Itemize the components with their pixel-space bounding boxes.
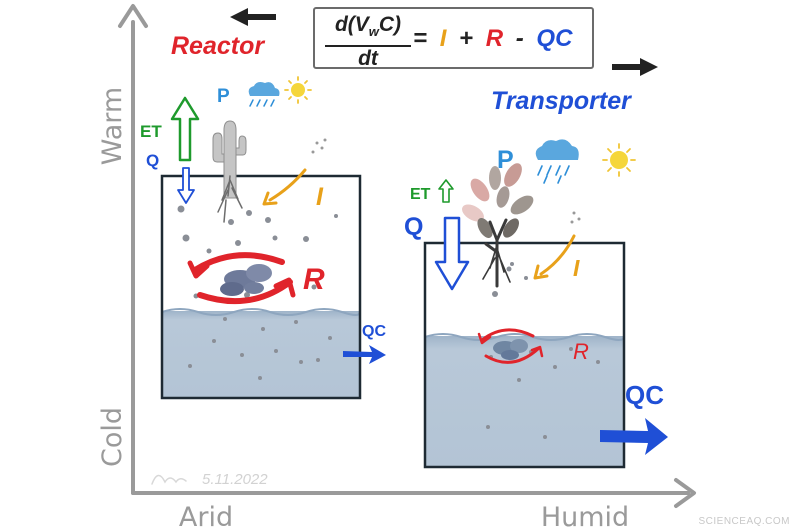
mass-balance-equation-box: d(VwC) dt = I + R - QC: [313, 7, 594, 71]
equation-denominator: dt: [358, 47, 378, 71]
numerator-text-end: C): [378, 13, 402, 36]
humid-i-arrow-icon: [539, 234, 576, 276]
arid-p-label: P: [217, 86, 230, 107]
humid-tree-plant: [462, 163, 534, 288]
equation-fraction: d(VwC) dt: [325, 13, 411, 71]
humid-qc-arrow-icon: [600, 418, 668, 455]
equation-plus: +: [459, 25, 474, 52]
arid-q-label: Q: [146, 151, 159, 170]
equation-term-qc: QC: [536, 25, 573, 52]
equation-numerator: d(VwC): [325, 13, 411, 48]
numerator-text: d(V: [334, 13, 369, 36]
watermark: SCIENCEAQ.COM: [698, 516, 790, 527]
signature-mark: [151, 474, 187, 485]
humid-system: ET Q P I R: [404, 139, 668, 469]
transporter-direction-arrow: [612, 58, 658, 76]
humid-r-label: R: [573, 339, 589, 364]
arid-r-label: R: [303, 263, 325, 296]
humid-i-label: I: [573, 255, 580, 281]
humid-et-label: ET: [410, 186, 431, 203]
numerator-subscript: w: [368, 24, 379, 40]
arid-water-surface: [161, 308, 361, 316]
humid-q-label: Q: [404, 213, 423, 241]
equation-term-i: I: [439, 25, 447, 52]
equation-rhs: = I + R - QC: [413, 25, 572, 53]
arid-et-arrow-icon: [170, 96, 200, 162]
arid-qc-label: QC: [362, 323, 386, 340]
reactor-direction-arrow: [230, 8, 276, 26]
arid-soil-box: [160, 174, 362, 400]
arid-rain-cloud-icon: [248, 82, 280, 107]
arid-qc-arrow-icon: [343, 345, 386, 364]
humid-soil-box: [423, 241, 626, 469]
arid-input-arrow-icon: [311, 138, 327, 154]
arid-i-arrow-icon: [268, 168, 307, 202]
arid-i-label: I: [316, 183, 324, 211]
axis-label-cold: Cold: [97, 407, 128, 467]
equation-equals: =: [413, 25, 428, 52]
humid-i-arrowhead: [533, 264, 549, 280]
reactor-label: Reactor: [171, 32, 265, 60]
arid-system: ET Q P I R: [140, 76, 386, 400]
arid-water: [162, 311, 360, 398]
humid-water: [425, 336, 624, 467]
transporter-label: Transporter: [491, 87, 632, 115]
equation-minus: -: [515, 25, 524, 52]
axis-label-warm: Warm: [97, 87, 128, 165]
humid-particles: [441, 262, 600, 439]
humid-input-particles: [570, 211, 581, 224]
arid-sun-icon: [284, 76, 312, 104]
humid-et-arrow-icon: [438, 179, 454, 203]
humid-qc-label: QC: [625, 380, 664, 410]
humid-rain-cloud-icon: [535, 139, 579, 184]
arid-reaction-cycle-icon: [187, 252, 296, 305]
x-axis-arrowhead: [674, 478, 696, 508]
axes: [118, 4, 696, 508]
signature-date: 5.11.2022: [202, 471, 268, 488]
humid-q-arrow-icon: [434, 216, 470, 291]
arid-et-label: ET: [140, 122, 162, 141]
arid-q-arrow-icon: [177, 167, 195, 204]
humid-sun-icon: [602, 143, 636, 177]
axis-label-arid: Arid: [179, 502, 233, 530]
y-axis-arrowhead: [118, 4, 148, 28]
axis-label-humid: Humid: [541, 502, 629, 530]
cactus-plant: [212, 120, 247, 223]
humid-reaction-cycle-icon: [477, 328, 544, 364]
humid-p-label: P: [497, 146, 514, 174]
equation-term-r: R: [485, 25, 504, 52]
arid-i-arrowhead: [262, 191, 278, 206]
